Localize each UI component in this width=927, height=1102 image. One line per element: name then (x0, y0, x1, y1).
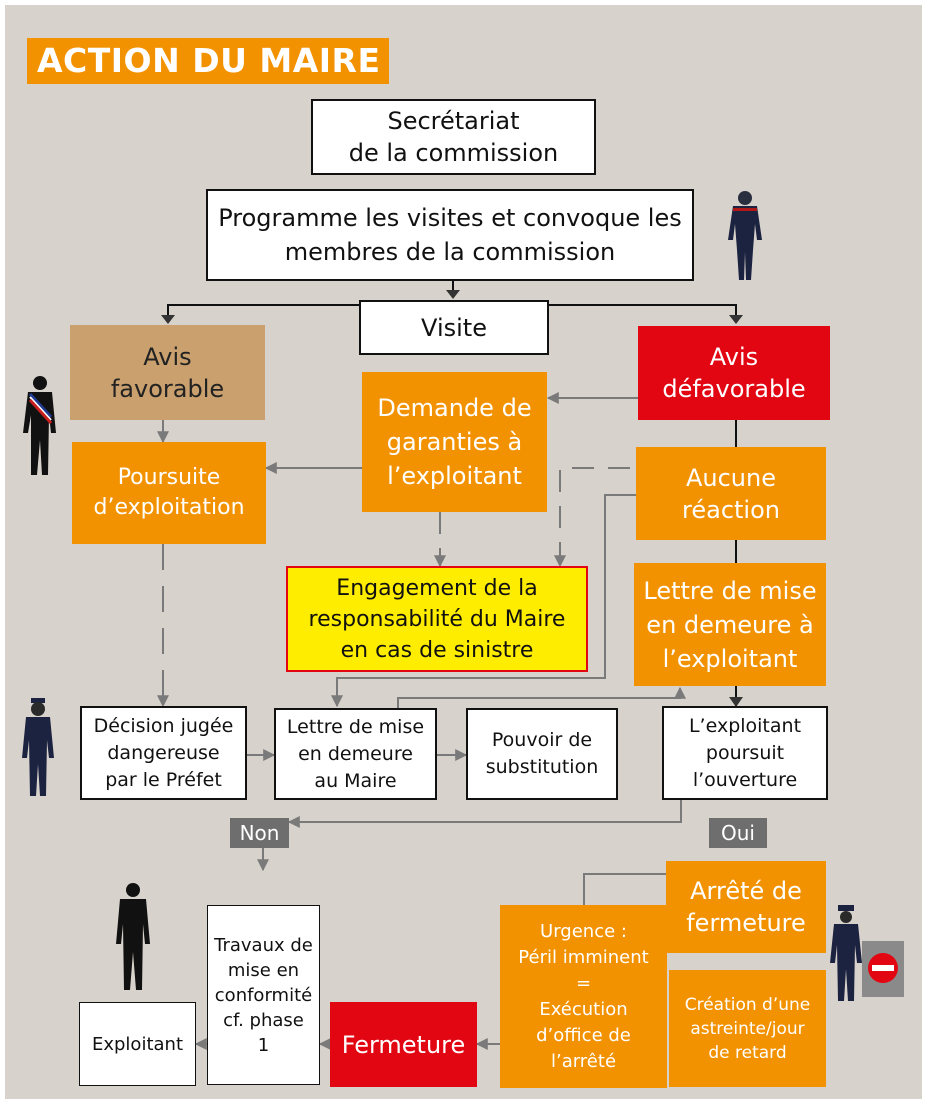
demande-garanties-box: Demande de garanties à l’exploitant (362, 372, 547, 512)
travaux-conformite-box: Travaux de mise en conformité cf. phase … (207, 905, 320, 1085)
gendarme-figure-icon (830, 905, 862, 1001)
prefect-figure-icon (22, 698, 54, 796)
fermeture-box: Fermeture (330, 1002, 477, 1087)
lettre-maire-box: Lettre de mise en demeure au Maire (274, 708, 437, 800)
exploitant-box: Exploitant (79, 1002, 196, 1086)
urgence-peril-box: Urgence : Péril imminent = Exécution d’o… (500, 905, 667, 1088)
secretariat-box: Secrétariat de la commission (311, 99, 596, 175)
pouvoir-substitution-box: Pouvoir de substitution (466, 708, 618, 800)
astreinte-box: Création d’une astreinte/jour de retard (669, 970, 826, 1087)
decision-prefet-box: Décision jugée dangereuse par le Préfet (80, 706, 247, 800)
programme-box: Programme les visites et convoque les me… (206, 189, 694, 281)
lettre-exploitant-box: Lettre de mise en demeure à l’exploitant (634, 563, 826, 686)
mayor-figure-icon (23, 376, 56, 475)
arrete-fermeture-box: Arrêté de fermeture (666, 861, 826, 953)
visite-box: Visite (359, 300, 549, 355)
poursuite-exploitation-box: Poursuite d’exploitation (72, 442, 266, 544)
oui-label: Oui (709, 818, 767, 848)
exploitant-poursuit-box: L’exploitant poursuit l’ouverture (662, 706, 828, 800)
sapeur-pompier-figure-icon (728, 191, 762, 280)
engagement-responsabilite-box: Engagement de la responsabilité du Maire… (286, 566, 588, 672)
non-label: Non (230, 818, 289, 848)
exploitant-figure-icon (116, 883, 150, 990)
avis-defavorable-box: Avis défavorable (638, 326, 830, 420)
avis-favorable-box: Avis favorable (70, 325, 265, 420)
page-title: ACTION DU MAIRE (27, 38, 389, 84)
aucune-reaction-box: Aucune réaction (636, 447, 826, 540)
no-entry-icon (862, 941, 904, 997)
